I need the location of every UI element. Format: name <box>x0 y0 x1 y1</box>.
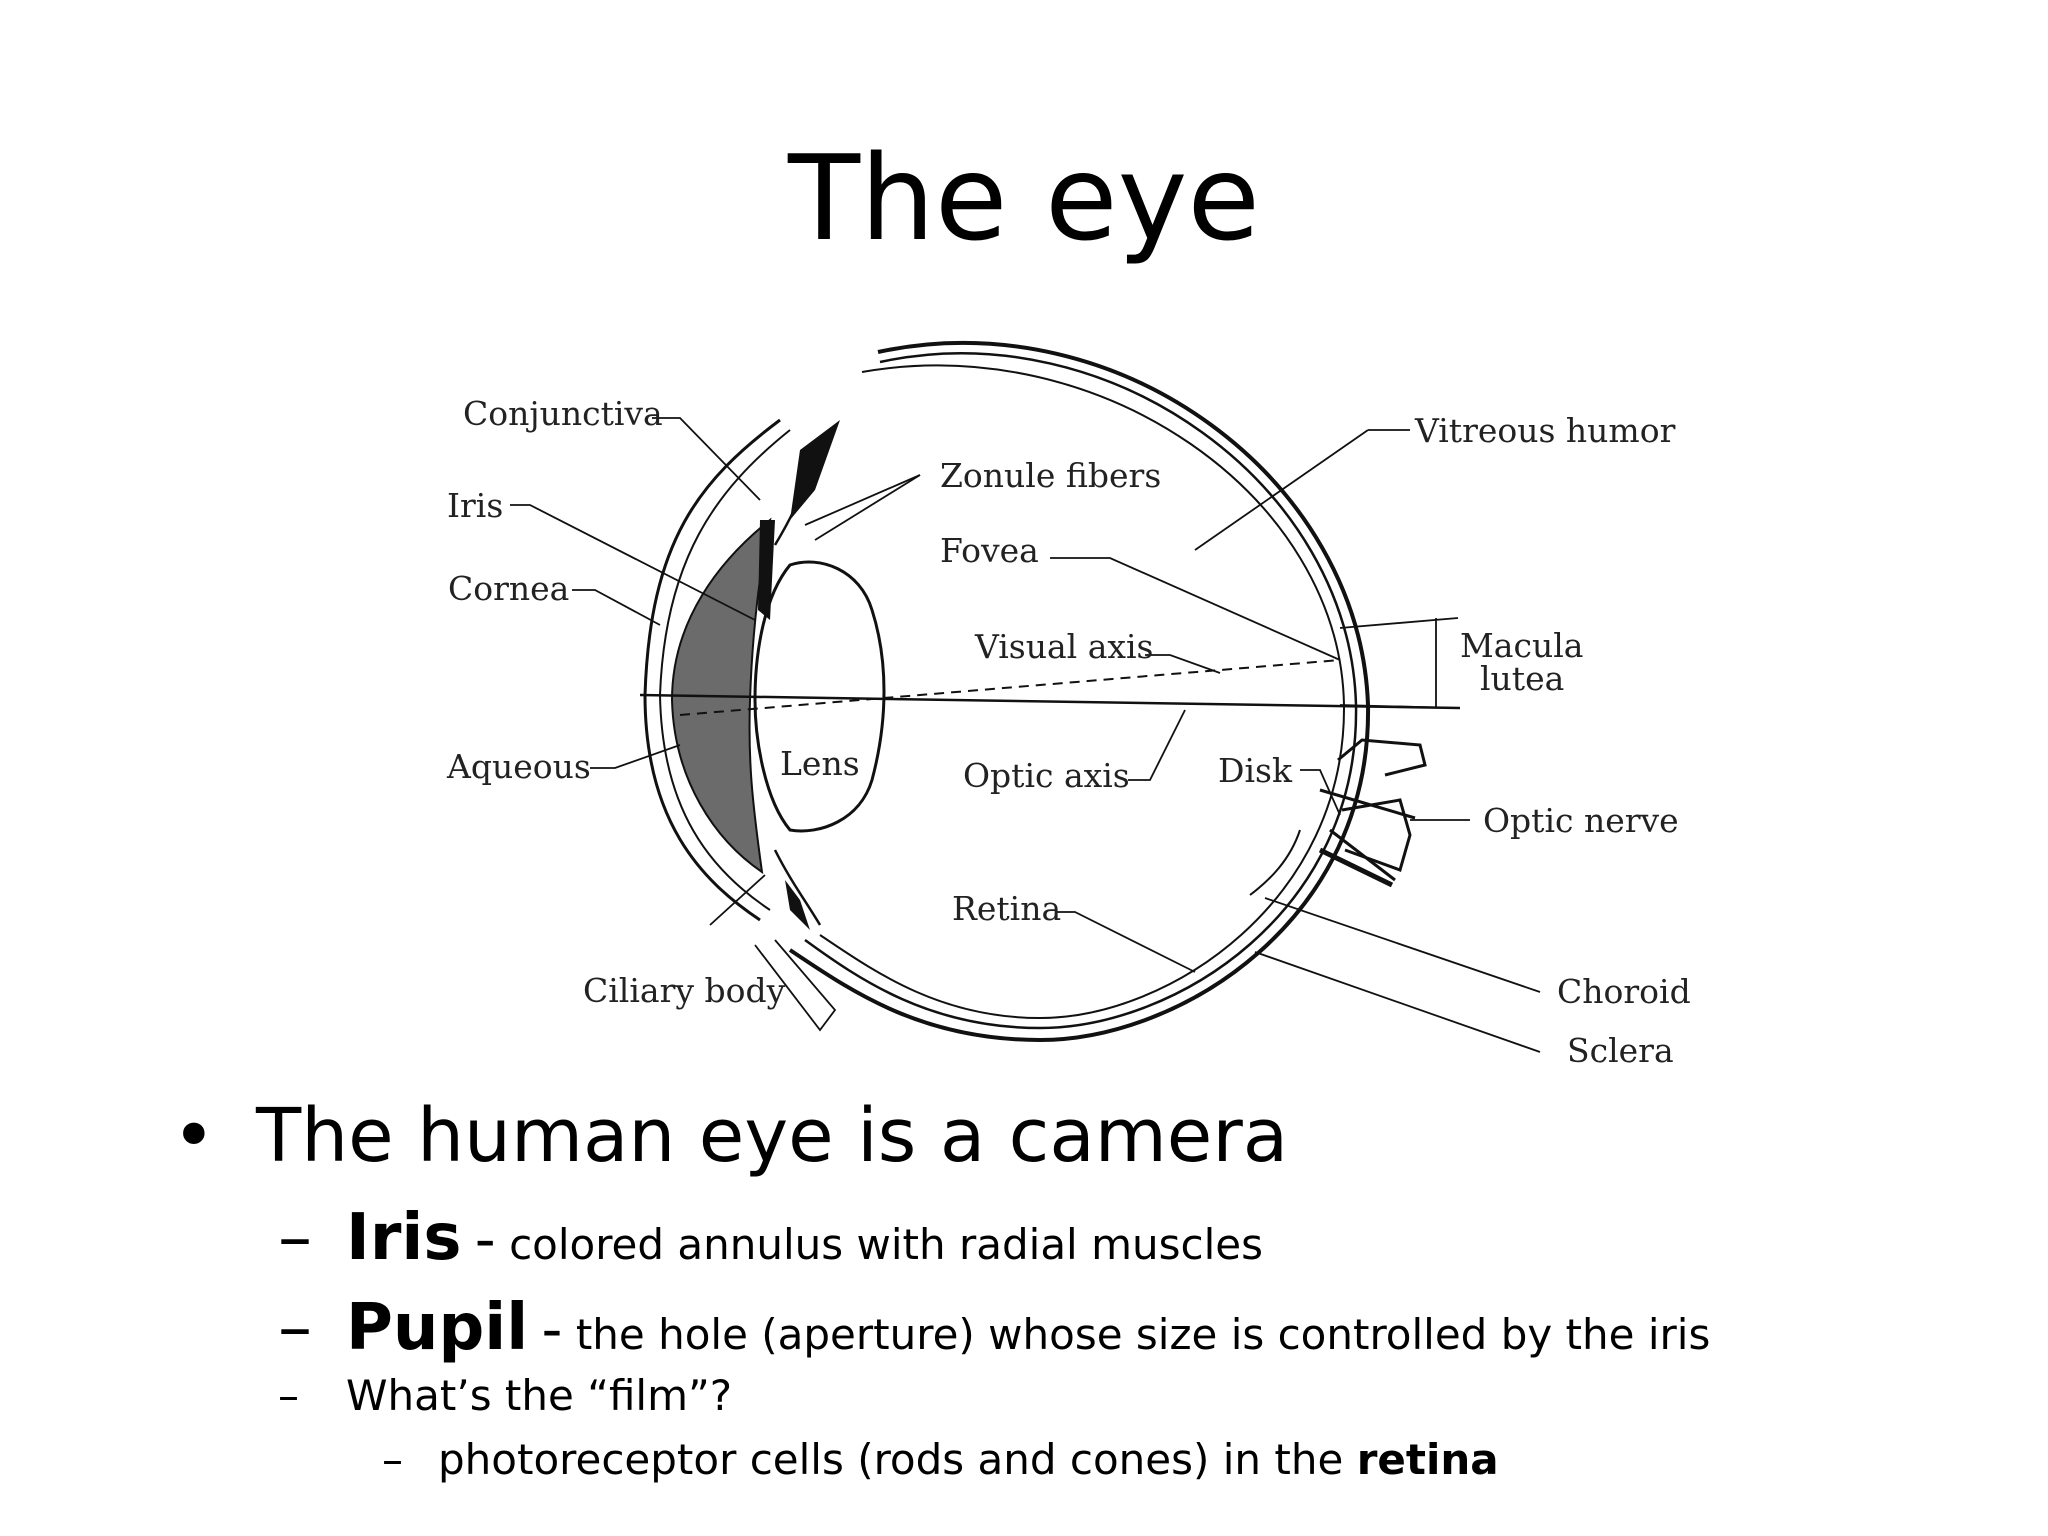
label-fovea: Fovea <box>940 531 1039 570</box>
lens-shape <box>753 469 886 926</box>
label-cornea: Cornea <box>448 569 569 608</box>
label-macula-line2: lutea <box>1480 659 1564 698</box>
label-iris: Iris <box>447 486 503 525</box>
diagram-labels: Conjunctiva Iris Cornea Aqueous Lens Cil… <box>446 394 1691 1070</box>
label-choroid: Choroid <box>1557 972 1691 1011</box>
label-conjunctiva: Conjunctiva <box>463 394 663 433</box>
eyeball-outline <box>788 341 1371 1043</box>
label-lens: Lens <box>780 744 860 783</box>
label-visual-axis: Visual axis <box>974 627 1154 666</box>
visual-axis-line <box>679 659 1341 716</box>
label-sclera: Sclera <box>1567 1031 1674 1070</box>
label-ciliary-body: Ciliary body <box>583 971 786 1010</box>
leader-lines <box>510 417 1541 1053</box>
label-disk: Disk <box>1218 751 1293 790</box>
label-vitreous-humor: Vitreous humor <box>1414 411 1676 450</box>
label-optic-nerve: Optic nerve <box>1483 801 1679 840</box>
label-zonule-fibers: Zonule fibers <box>940 456 1161 495</box>
label-retina: Retina <box>952 889 1061 928</box>
optic-nerve-shape <box>1249 738 1427 896</box>
label-macula-line1: Macula <box>1460 626 1583 665</box>
slide-title: The eye <box>788 129 1260 267</box>
iris-shape <box>758 420 840 930</box>
label-optic-axis: Optic axis <box>963 756 1130 795</box>
label-aqueous: Aqueous <box>446 747 591 786</box>
optic-axis-line <box>639 693 1461 710</box>
